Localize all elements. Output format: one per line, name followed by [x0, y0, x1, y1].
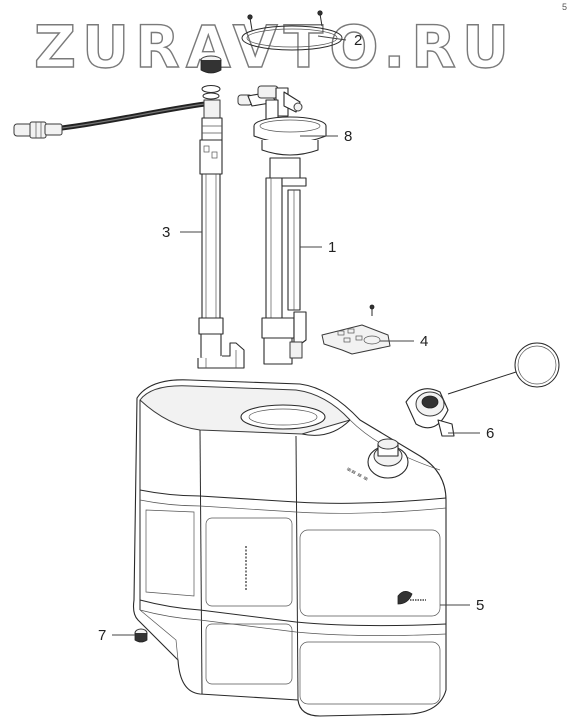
seal-ring-part [241, 10, 343, 51]
fuel-tank-part: ≡≡ ≡ ≡ [132, 379, 447, 717]
callout-5: 5 [476, 597, 484, 614]
cap-nut-part [200, 55, 222, 100]
callout-4: 4 [420, 333, 428, 350]
callout-6: 6 [486, 425, 494, 442]
drain-plug-part [134, 628, 148, 643]
watermark-text: ZURAVTO.RU [34, 13, 515, 81]
callout-2: 2 [354, 32, 362, 49]
pump-module-part [237, 85, 327, 365]
callout-3: 3 [162, 224, 170, 241]
corner-mark: 5 [562, 2, 567, 12]
bracket-plate-part [321, 304, 391, 355]
fuel-cap-part [405, 342, 560, 437]
callout-labels: 2 8 1 3 4 6 5 7 [98, 32, 494, 644]
sensor-with-cable-part [13, 99, 245, 369]
callout-8: 8 [344, 128, 352, 145]
callout-7: 7 [98, 627, 106, 644]
leader-lines [112, 35, 480, 636]
callout-1: 1 [328, 239, 336, 256]
